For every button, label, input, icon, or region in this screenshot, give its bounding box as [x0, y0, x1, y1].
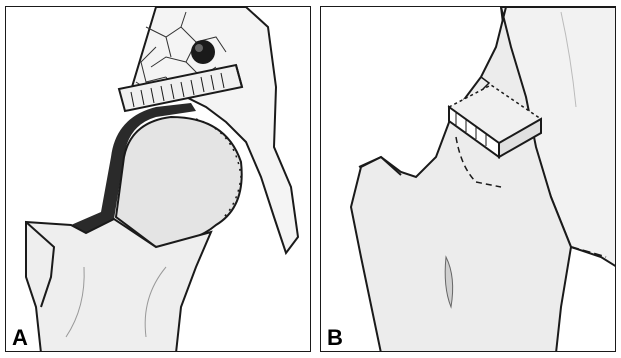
panel-label-a: A [12, 327, 28, 349]
panel-b: B [320, 6, 616, 352]
hip-joint-illustration-b [321, 7, 616, 352]
hip-joint-illustration-a [6, 7, 311, 352]
bone-void [191, 40, 215, 64]
panel-a: A [5, 6, 311, 352]
femoral-head [116, 117, 242, 247]
femur [26, 219, 211, 352]
panel-label-b: B [327, 327, 343, 349]
